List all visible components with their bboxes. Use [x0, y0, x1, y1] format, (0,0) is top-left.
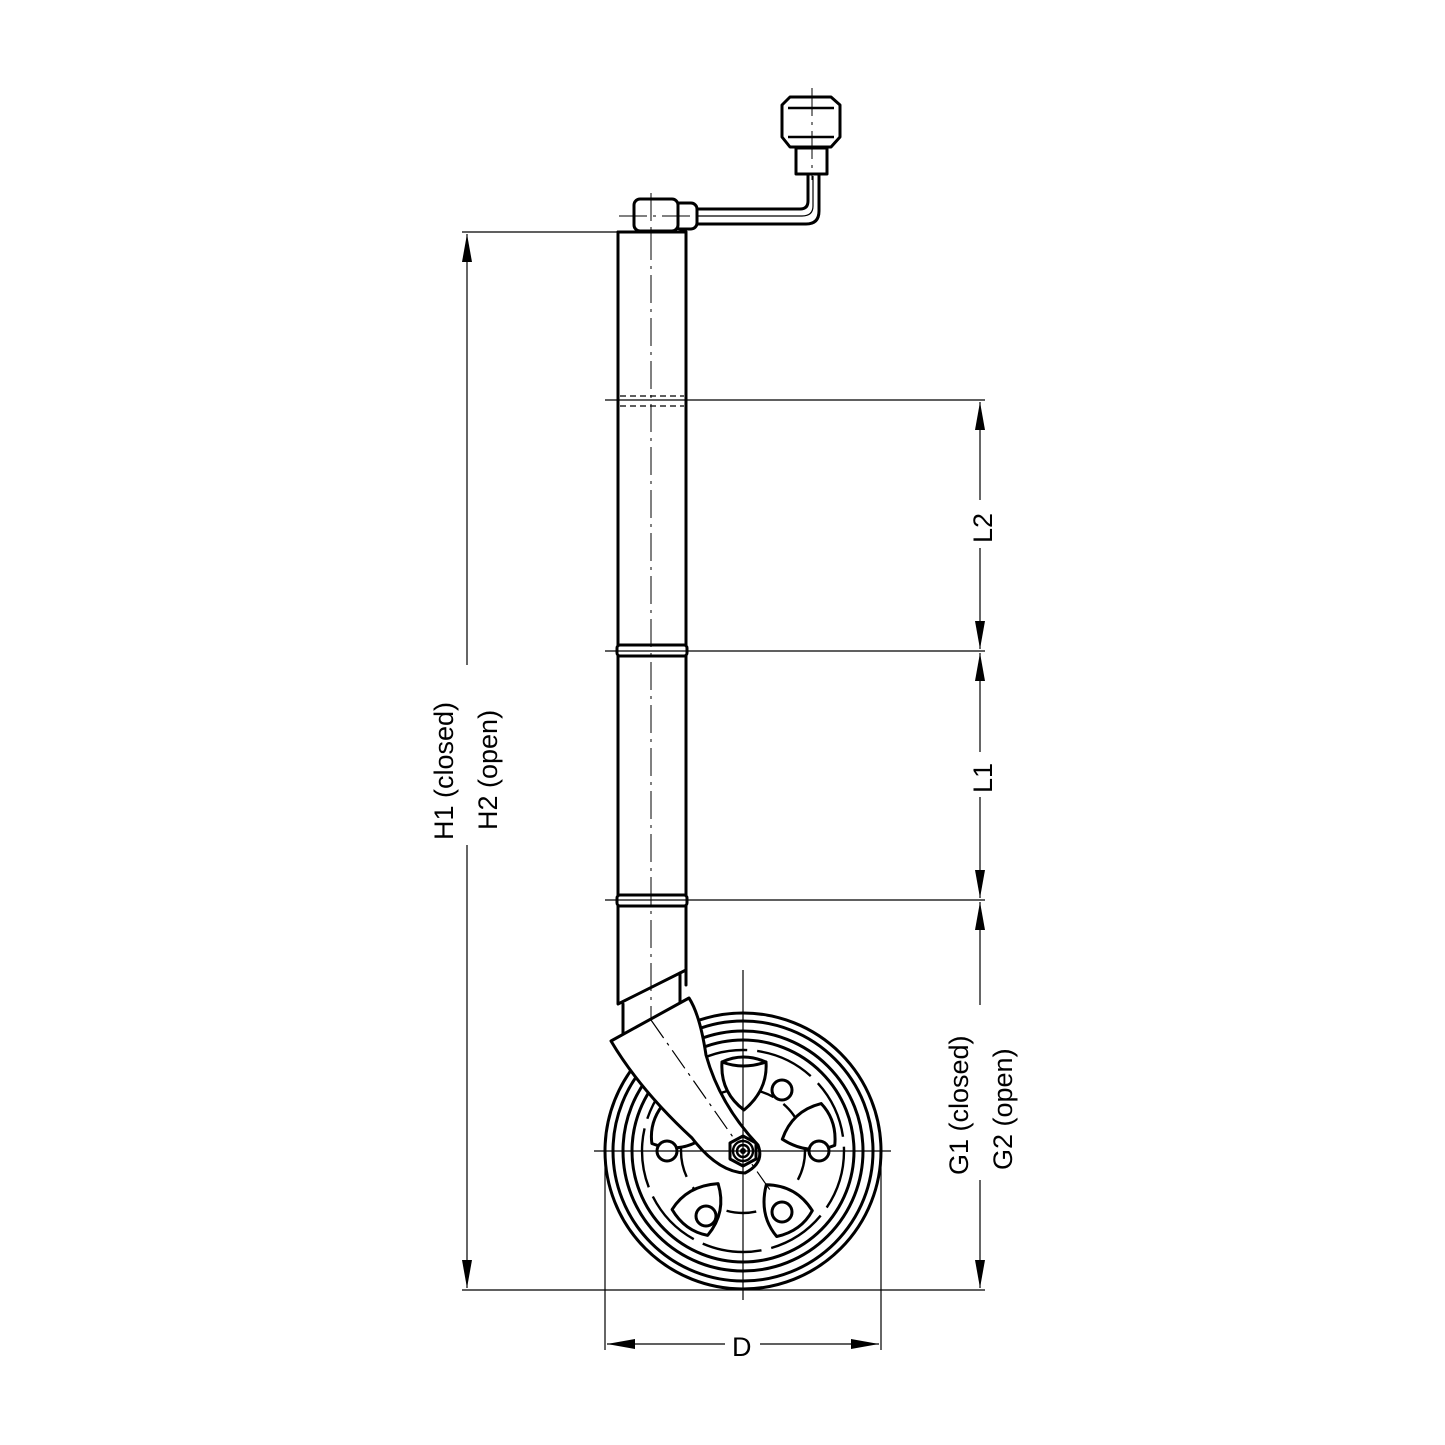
label-g1: G1 (closed): [944, 1035, 974, 1175]
dimension-g: G1 (closed) G2 (open): [944, 902, 1018, 1288]
fork: [609, 996, 771, 1191]
inner-tube: [621, 971, 682, 1035]
label-g2: G2 (open): [988, 1048, 1018, 1170]
dimension-l2: L2: [968, 402, 998, 649]
label-h2: H2 (open): [473, 710, 503, 830]
dimension-l1: L1: [968, 653, 998, 898]
dimension-h: H1 (closed) H2 (open): [429, 234, 503, 1288]
label-l2: L2: [968, 513, 998, 543]
dimension-d: D: [607, 1332, 879, 1362]
label-l1: L1: [968, 763, 998, 793]
crank-handle: [619, 88, 842, 233]
label-d: D: [732, 1332, 752, 1362]
label-h1: H1 (closed): [429, 702, 459, 840]
outer-tube: [615, 230, 689, 1040]
